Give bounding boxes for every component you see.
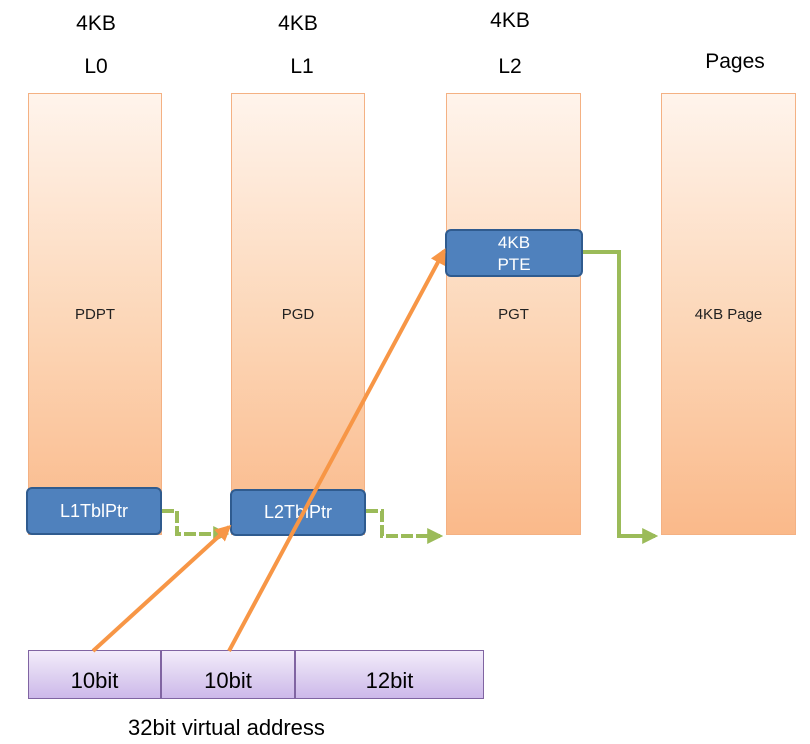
l1-table-pointer-label: L1TblPtr (59, 501, 129, 521)
pte-entry: 4KB PTE (445, 229, 583, 277)
pages-level-label: Pages (705, 50, 765, 73)
l0-size-label: 4KB (76, 12, 116, 35)
pdpt-label: PDPT (74, 306, 115, 323)
l2-index-arrow (227, 248, 446, 652)
l1-to-l2-arrow (162, 509, 230, 542)
address-field-offset: 12bit (295, 650, 484, 699)
l2-to-pgt-arrow (366, 509, 444, 544)
l0-level-label: L0 (84, 55, 108, 78)
pgt-table: PGT (446, 93, 581, 535)
l2-table-pointer-label: L2TblPtr (263, 502, 333, 522)
page-frame: 4KB Page (661, 93, 796, 535)
page-label: 4KB Page (694, 306, 763, 323)
l2-level-label: L2 (498, 55, 522, 78)
l1-index-arrow (91, 524, 232, 653)
address-field-offset-label: 12bit (365, 668, 414, 693)
address-field-l2-index: 10bit (161, 650, 295, 699)
l2-table-pointer-entry: L2TblPtr (230, 489, 366, 536)
pte-label: PTE (497, 255, 531, 274)
pgd-label: PGD (281, 306, 315, 323)
pte-size-label: 4KB (497, 233, 531, 252)
address-field-l1-index-label: 10bit (70, 668, 119, 693)
address-field-l1-index: 10bit (28, 650, 161, 699)
pte-to-page-arrow (583, 250, 659, 544)
l1-table-pointer-entry: L1TblPtr (26, 487, 162, 535)
address-field-l2-index-label: 10bit (204, 668, 252, 693)
l1-size-label: 4KB (278, 12, 318, 35)
pgd-table: PGD (231, 93, 365, 535)
virtual-address-caption: 32bit virtual address (128, 715, 325, 740)
l2-size-label: 4KB (490, 9, 530, 32)
l1-level-label: L1 (290, 55, 314, 78)
pdpt-table: PDPT (28, 93, 162, 535)
pgt-label: PGT (498, 306, 529, 323)
